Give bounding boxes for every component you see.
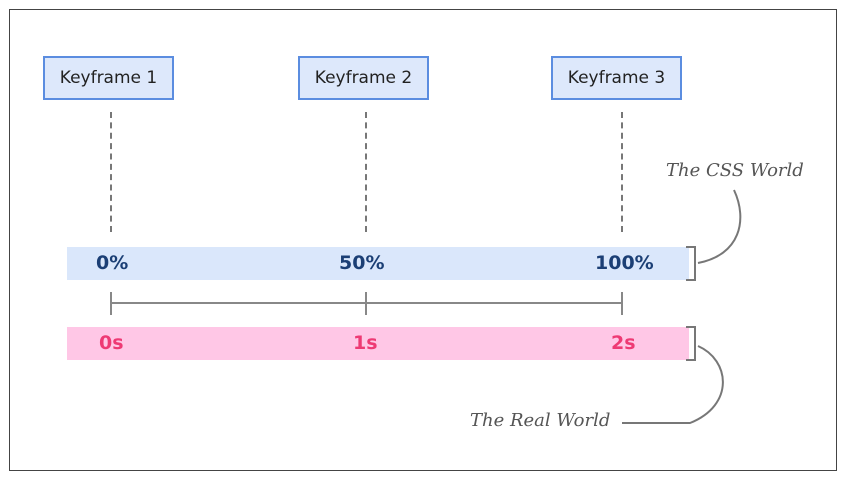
timeline-ruler — [110, 292, 623, 315]
real-world-callout-curve — [622, 345, 724, 424]
css-world-label: The CSS World — [666, 160, 804, 181]
keyframe-2-box: Keyframe 2 — [298, 56, 429, 100]
real-world-band: 0s 1s 2s — [67, 327, 689, 360]
keyframe-2-label: Keyframe 2 — [314, 68, 413, 88]
css-world-bracket — [686, 246, 696, 281]
keyframe-3-connector — [621, 112, 623, 232]
real-tick-1s: 1s — [353, 332, 378, 354]
real-world-bracket — [686, 326, 696, 361]
real-world-label: The Real World — [470, 410, 611, 431]
css-world-callout-curve — [697, 189, 742, 264]
real-tick-2s: 2s — [611, 332, 636, 354]
keyframe-2-connector — [365, 112, 367, 232]
keyframe-3-box: Keyframe 3 — [551, 56, 682, 100]
css-tick-50: 50% — [339, 252, 385, 274]
css-world-band: 0% 50% 100% — [67, 247, 689, 280]
keyframe-1-box: Keyframe 1 — [43, 56, 174, 100]
keyframe-1-connector — [110, 112, 112, 232]
css-tick-100: 100% — [595, 252, 654, 274]
keyframe-3-label: Keyframe 3 — [567, 68, 666, 88]
real-tick-0s: 0s — [99, 332, 124, 354]
keyframe-1-label: Keyframe 1 — [59, 68, 158, 88]
css-tick-0: 0% — [96, 252, 129, 274]
